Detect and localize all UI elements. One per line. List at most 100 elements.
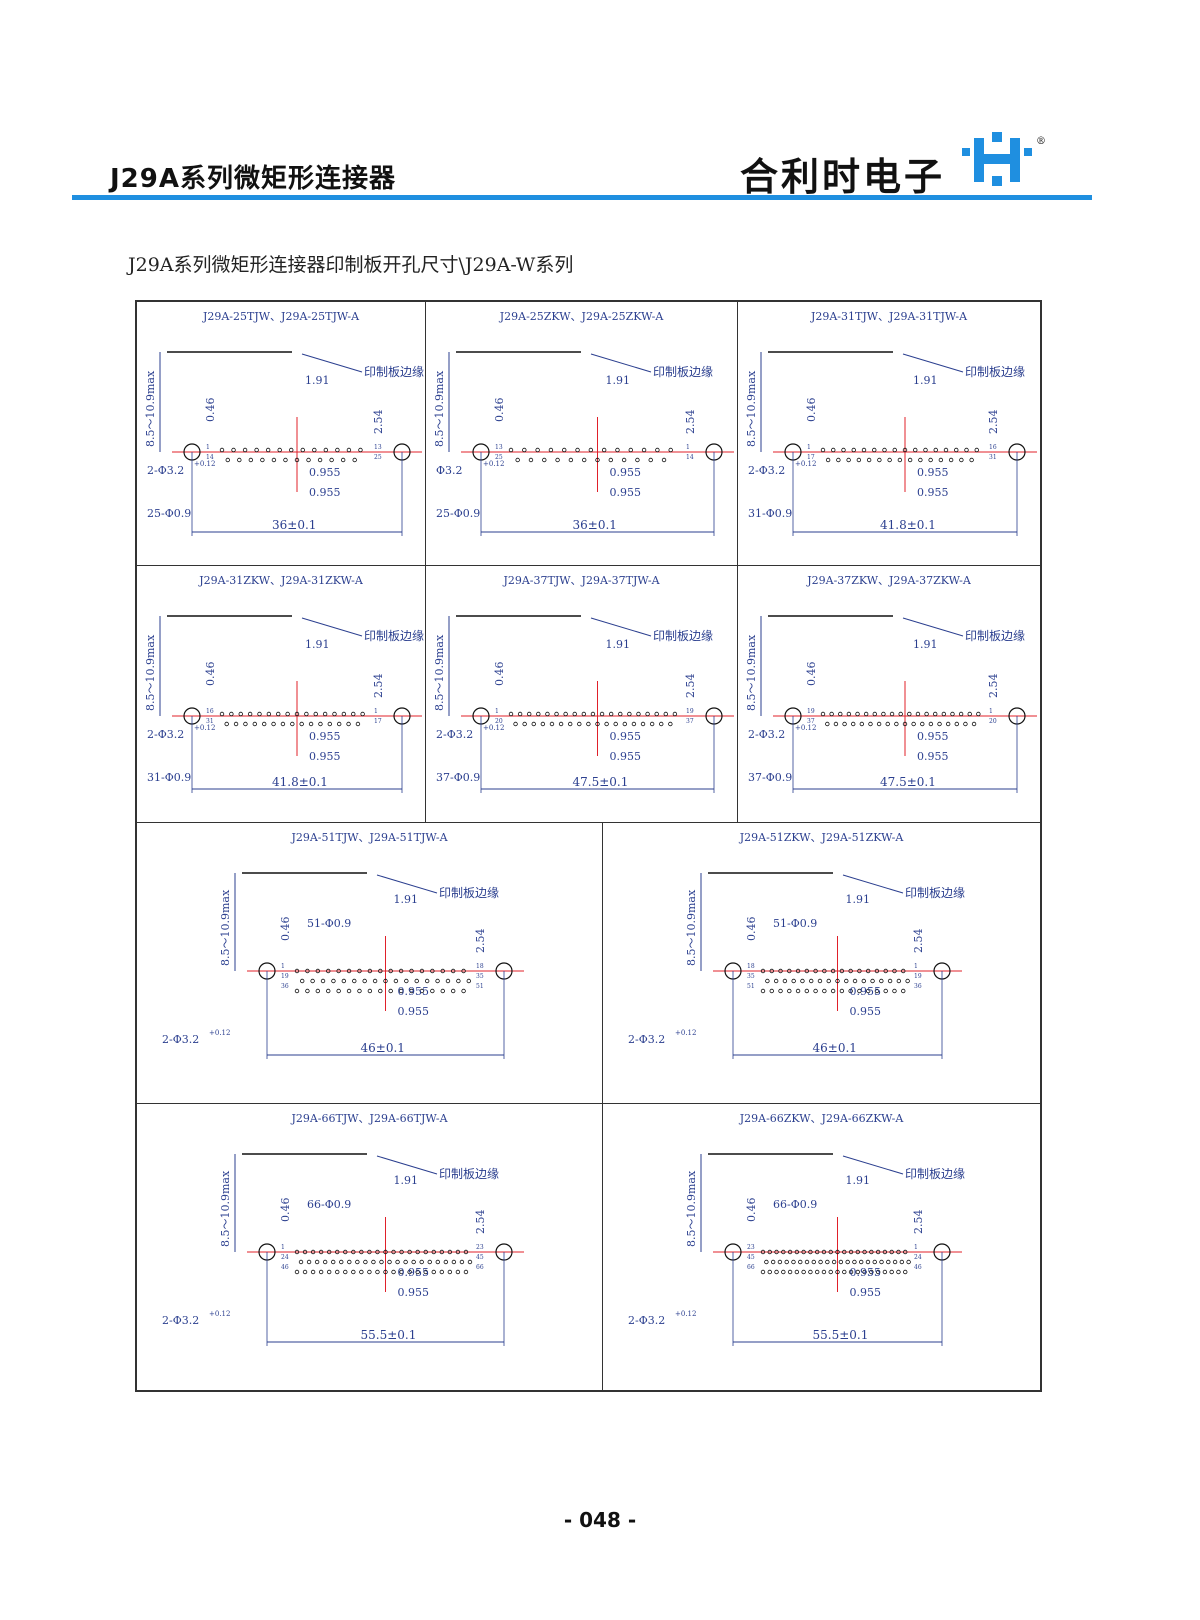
hole-label: 2-Φ3.2 <box>748 728 785 741</box>
pin-count-label: 25-Φ0.9 <box>147 507 191 520</box>
pin-hole <box>375 1269 380 1275</box>
pin-hole <box>887 457 892 463</box>
pin-number-label: 25 <box>495 454 503 461</box>
pin-hole <box>398 968 404 974</box>
pin-hole <box>388 988 393 994</box>
pin-hole <box>905 978 910 984</box>
depth-label: 8.5～10.9max <box>219 889 232 966</box>
pin-hole <box>294 457 300 463</box>
depth-label: 8.5～10.9max <box>433 634 446 711</box>
pin-hole <box>861 978 866 984</box>
pin-number-label: 13 <box>374 444 382 451</box>
pin-count-label: 25-Φ0.9 <box>436 507 480 520</box>
leader-line <box>842 1155 904 1175</box>
pin-hole <box>877 457 882 463</box>
pin-number-label: 1 <box>374 708 378 715</box>
pin-hole <box>423 1269 428 1275</box>
pin-hole <box>885 721 890 727</box>
pin-hole <box>450 988 456 994</box>
offset-label: 0.46 <box>204 662 217 687</box>
pin-hole <box>383 1269 388 1275</box>
leader-line <box>842 874 904 894</box>
pin-hole <box>828 1249 833 1255</box>
pin-hole <box>765 978 770 984</box>
pin-hole <box>346 988 352 994</box>
half-pitch-label: 0.955 <box>398 1005 430 1018</box>
drawing-title: J29A-37TJW、J29A-37TJW-A <box>503 574 660 587</box>
pin-hole <box>435 1259 440 1265</box>
pin-hole <box>447 1249 453 1255</box>
pin-hole <box>889 1269 894 1275</box>
pin-hole <box>804 968 810 974</box>
pin-hole <box>331 978 336 984</box>
offset-label: 0.46 <box>745 1198 758 1223</box>
pitch-x-label: 1.91 <box>846 893 871 906</box>
pitch-y-label: 2.54 <box>987 410 1000 435</box>
pin-hole <box>423 1249 428 1255</box>
pin-hole <box>555 457 560 463</box>
pin-hole <box>804 988 810 994</box>
pin-hole <box>621 457 627 463</box>
pin-hole <box>839 988 845 994</box>
pcb-edge-label: 印制板边缘 <box>439 886 499 900</box>
pin-hole <box>814 1249 820 1255</box>
pin-hole <box>372 978 378 984</box>
pin-hole <box>340 457 346 463</box>
pin-hole <box>897 457 903 463</box>
offset-label: 0.46 <box>493 398 506 423</box>
pin-hole <box>352 978 357 984</box>
pin-hole <box>826 978 831 984</box>
pin-hole <box>298 1259 304 1265</box>
width-label: 41.8±0.1 <box>880 518 936 532</box>
pin-hole <box>294 1249 300 1255</box>
pin-hole <box>608 457 614 463</box>
pin-hole <box>310 1249 316 1255</box>
pin-hole <box>595 457 600 463</box>
pin-hole <box>391 1269 396 1275</box>
pin-number-label: 51 <box>747 983 755 990</box>
pin-hole <box>595 721 600 727</box>
pin-hole <box>801 1269 806 1275</box>
pin-hole <box>271 721 276 727</box>
pin-number-label: 35 <box>476 973 484 980</box>
pitch-x-label: 1.91 <box>394 893 419 906</box>
pin-hole <box>229 711 234 717</box>
pitch-x-label: 1.91 <box>606 374 631 387</box>
tolerance-label: +0.12 <box>194 460 215 468</box>
pcb-edge-label: 印制板边缘 <box>965 629 1025 643</box>
pin-hole <box>435 978 440 984</box>
pin-hole <box>320 978 326 984</box>
pin-hole <box>876 721 882 727</box>
pin-hole <box>899 1259 905 1265</box>
pin-hole <box>800 978 805 984</box>
pin-hole <box>920 721 925 727</box>
half-pitch-label: 0.955 <box>917 750 949 763</box>
tolerance-label: +0.12 <box>483 460 504 468</box>
pin-hole <box>857 968 862 974</box>
pin-hole <box>283 457 288 463</box>
offset-label: 0.46 <box>805 398 818 423</box>
pin-hole <box>407 1269 412 1275</box>
pin-hole <box>276 711 281 717</box>
pin-hole <box>294 988 300 994</box>
pin-hole <box>883 968 888 974</box>
pin-hole <box>963 721 968 727</box>
pin-hole <box>640 721 646 727</box>
pin-hole <box>862 1269 867 1275</box>
pin-hole <box>760 968 766 974</box>
pin-number-label: 19 <box>807 708 815 715</box>
pin-hole <box>767 1269 772 1275</box>
pin-hole <box>898 711 903 717</box>
pin-hole <box>252 721 258 727</box>
drawing-title: J29A-51TJW、J29A-51TJW-A <box>291 831 448 844</box>
pin-hole <box>343 1249 348 1255</box>
pin-hole <box>795 988 801 994</box>
pcb-edge-label: 印制板边缘 <box>364 629 424 643</box>
pin-hole <box>842 1249 847 1255</box>
pin-hole <box>357 988 362 994</box>
pin-hole <box>393 978 399 984</box>
pin-hole <box>808 1249 813 1255</box>
depth-label: 8.5～10.9max <box>685 1170 698 1247</box>
